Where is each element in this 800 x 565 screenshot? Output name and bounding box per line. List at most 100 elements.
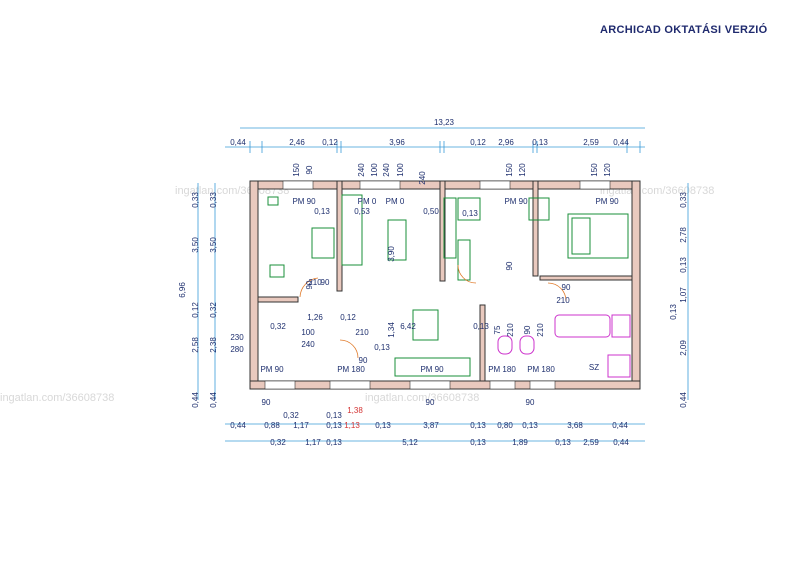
left-dimension-label: 0,44 xyxy=(191,392,200,408)
left-dimension-label: 0,33 xyxy=(191,192,200,208)
windows xyxy=(264,180,611,390)
page-title: ARCHICAD OKTATÁSI VERZIÓ xyxy=(600,24,768,36)
door-height-label: 120 xyxy=(518,163,527,177)
level-label: 0,13 xyxy=(462,209,478,218)
bottom-dimension-label: 0,44 xyxy=(612,421,628,430)
bottom-dimension-label: 0,80 xyxy=(497,421,513,430)
left-dimension-label: 0,32 xyxy=(209,302,218,318)
level-label: 0,13 xyxy=(473,322,489,331)
plan-note: 210 xyxy=(556,296,570,305)
door-height-label: 210 xyxy=(536,323,545,337)
door-height-label: 240 xyxy=(418,171,427,185)
door-height-label: 90 xyxy=(505,261,514,270)
plan-note: 90 xyxy=(526,398,535,407)
door-height-label: 150 xyxy=(590,163,599,177)
door-height-label: 150 xyxy=(505,163,514,177)
door-height-label: 240 xyxy=(357,163,366,177)
bottom-dimension-label: 3,87 xyxy=(423,421,439,430)
pm-label: PM 180 xyxy=(337,365,365,374)
plan-note: 210 xyxy=(308,278,322,287)
bottom-dimension-label: 3,68 xyxy=(567,421,583,430)
bottom-dimension-label: 0,13 xyxy=(470,438,486,447)
bottom-dimension-label: 0,32 xyxy=(270,438,286,447)
pm-label: PM 180 xyxy=(527,365,555,374)
top-dimension-label: 2,96 xyxy=(498,138,514,147)
overall-width-label: 13,23 xyxy=(434,118,455,127)
top-dimension-label: 0,12 xyxy=(470,138,486,147)
bottom-dimension-label: 0,13 xyxy=(522,421,538,430)
left-dimension-label: 2,58 xyxy=(191,337,200,353)
bottom-dimension-label: 0,13 xyxy=(326,421,342,430)
door-height-label: 100 xyxy=(370,163,379,177)
level-label: 1,26 xyxy=(307,313,323,322)
left-dimension-label: 0,12 xyxy=(191,302,200,318)
door-height-label: 90 xyxy=(305,165,314,174)
pm-label: PM 180 xyxy=(488,365,516,374)
level-label: 0,53 xyxy=(354,207,370,216)
top-dimension-label: 0,13 xyxy=(532,138,548,147)
left-dimension-label: 3,50 xyxy=(209,237,218,253)
plan-note: SZ xyxy=(589,363,599,372)
plan-note: 90 xyxy=(359,356,368,365)
plan-note: 90 xyxy=(562,283,571,292)
level-label: 0,13 xyxy=(374,343,390,352)
bottom-dimension-label: 0,13 xyxy=(375,421,391,430)
bottom-dimension-label: 0,88 xyxy=(264,421,280,430)
bottom-dimension-label: 0,44 xyxy=(230,421,246,430)
right-dimension-label: 1,07 xyxy=(679,287,688,303)
furniture xyxy=(267,194,629,377)
bottom-dimension-label: 0,13 xyxy=(470,421,486,430)
plan-note: 230 xyxy=(230,333,244,342)
bottom-dimension-label: 0,44 xyxy=(613,438,629,447)
level-label: 0,12 xyxy=(340,313,356,322)
plan-labels: 13,23 0,44 2,46 0,12 3,96 0,12 2,96 0,13 2,59 0,4… xyxy=(178,118,688,447)
door-height-label: 120 xyxy=(603,163,612,177)
right-dimension-label: 2,78 xyxy=(679,227,688,243)
right-dimension-label: 2,09 xyxy=(679,340,688,356)
door-height-label: 240 xyxy=(382,163,391,177)
bottom-dimension-label: 0,13 xyxy=(326,411,342,420)
pm-label: PM 0 xyxy=(386,197,405,206)
left-dimension-label: 2,38 xyxy=(209,337,218,353)
plan-note: 210 xyxy=(355,328,369,337)
level-label: 6,42 xyxy=(400,322,416,331)
dimension-ticks xyxy=(249,141,641,153)
top-dimension-label: 2,46 xyxy=(289,138,305,147)
bottom-dimension-label: 0,13 xyxy=(555,438,571,447)
pm-label: PM 90 xyxy=(504,197,528,206)
pm-label: PM 90 xyxy=(260,365,284,374)
pm-label: PM 90 xyxy=(420,365,444,374)
door-height-label: 90 xyxy=(523,325,532,334)
door-height-label: 150 xyxy=(292,163,301,177)
right-dimension-label: 0,13 xyxy=(669,304,678,320)
left-dimension-label: 0,44 xyxy=(209,392,218,408)
bottom-dimension-label: 1,17 xyxy=(293,421,309,430)
right-dimension-label: 0,44 xyxy=(679,392,688,408)
door-height-label: 75 xyxy=(493,325,502,334)
bathroom-fixtures xyxy=(497,314,631,378)
pm-label: PM 0 xyxy=(358,197,377,206)
bottom-dimension-label: 0,32 xyxy=(283,411,299,420)
level-label: 0,32 xyxy=(270,322,286,331)
watermark-text: ingatlan.com/36608738 xyxy=(365,392,480,404)
dimension-lines xyxy=(197,127,689,442)
pm-label: PM 90 xyxy=(292,197,316,206)
bottom-dimension-label: 1,17 xyxy=(305,438,321,447)
right-dimension-label: 0,13 xyxy=(679,257,688,273)
bottom-dimension-label: 1,13 xyxy=(344,421,360,430)
plan-note: 90 xyxy=(426,398,435,407)
left-dimension-label: 3,50 xyxy=(191,237,200,253)
bottom-dimension-label: 1,38 xyxy=(347,406,363,415)
top-dimension-label: 2,59 xyxy=(583,138,599,147)
door-height-label: 90 xyxy=(305,280,314,289)
top-dimension-label: 0,44 xyxy=(613,138,629,147)
plan-note: 90 xyxy=(321,278,330,287)
bottom-dimension-label: 5,12 xyxy=(402,438,418,447)
level-label: 0,50 xyxy=(423,207,439,216)
plan-note: 280 xyxy=(230,345,244,354)
plan-note: 100 xyxy=(301,328,315,337)
top-dimension-label: 0,12 xyxy=(322,138,338,147)
top-dimension-label: 3,96 xyxy=(389,138,405,147)
watermark-text: ingatlan.com/36608738 xyxy=(0,392,115,404)
